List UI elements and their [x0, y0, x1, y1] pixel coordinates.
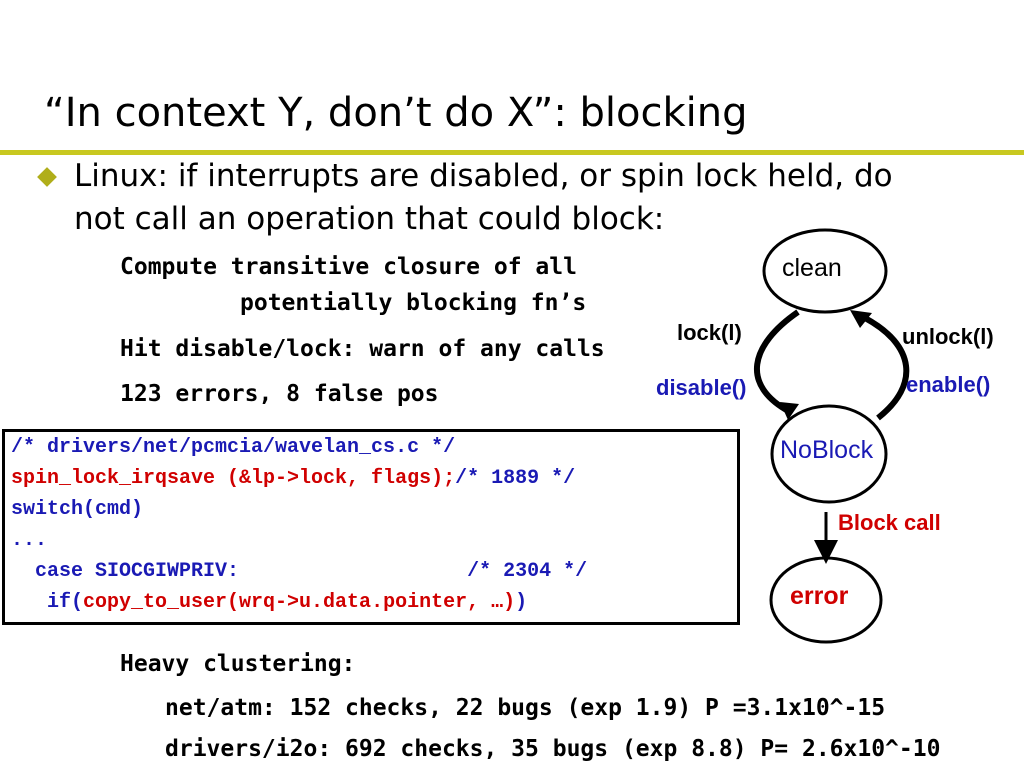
- code-comment-1889: /* 1889 */: [455, 467, 576, 490]
- code-comment-2304: /* 2304 */: [239, 560, 588, 583]
- code-spinlock-call: spin_lock_irqsave (&lp->lock, flags);: [11, 467, 456, 490]
- node-error-label: error: [790, 582, 849, 610]
- code-line-ellipsis: ...: [11, 529, 48, 552]
- node-clean-label: clean: [782, 254, 842, 282]
- code-copy-to-user: copy_to_user(wrq->u.data.pointer, …): [83, 591, 516, 614]
- heavy-clustering-netatm: net/atm: 152 checks, 22 bugs (exp 1.9) P…: [165, 695, 886, 721]
- sub-item-warn: Hit disable/lock: warn of any calls: [120, 336, 605, 362]
- node-noblock-label: NoBlock: [780, 436, 874, 464]
- code-line-if: if(copy_to_user(wrq->u.data.pointer, …)): [11, 591, 527, 615]
- bullet-text-line1: Linux: if interrupts are disabled, or sp…: [74, 158, 893, 194]
- slide-title: “In context Y, don’t do X”: blocking: [44, 90, 748, 136]
- code-box: [2, 429, 740, 625]
- edge-label-block-call: Block call: [838, 510, 941, 535]
- code-line-spinlock: spin_lock_irqsave (&lp->lock, flags);/* …: [11, 467, 575, 491]
- arrowhead-to-noblock: [780, 402, 799, 420]
- bullet-text-line2: not call an operation that could block:: [74, 201, 665, 237]
- edge-clean-to-noblock: [753, 309, 800, 415]
- heavy-clustering-title: Heavy clustering:: [120, 651, 356, 677]
- code-if-close: ): [515, 591, 528, 614]
- edge-label-lock: lock(l): [677, 320, 742, 345]
- sub-item-closure: Compute transitive closure of all: [120, 254, 577, 280]
- edge-label-disable: disable(): [656, 375, 747, 400]
- sub-item-errors: 123 errors, 8 false pos: [120, 381, 439, 407]
- heavy-clustering-i2o: drivers/i2o: 692 checks, 35 bugs (exp 8.…: [165, 736, 941, 762]
- title-divider: [0, 150, 1024, 155]
- edge-label-unlock: unlock(l): [902, 324, 994, 349]
- code-line-case: case SIOCGIWPRIV: /* 2304 */: [11, 560, 587, 584]
- edge-noblock-to-clean: [863, 315, 910, 421]
- code-line-switch: switch(cmd): [11, 498, 144, 521]
- code-line-file: /* drivers/net/pcmcia/wavelan_cs.c */: [11, 436, 456, 459]
- code-if-open: if(: [11, 591, 84, 614]
- code-case: case SIOCGIWPRIV:: [11, 560, 240, 583]
- node-clean: [762, 228, 888, 314]
- edge-label-enable: enable(): [906, 372, 991, 397]
- arrowhead-to-clean: [850, 310, 872, 328]
- sub-item-closure-cont: potentially blocking fn’s: [240, 290, 587, 316]
- node-noblock: [770, 404, 888, 504]
